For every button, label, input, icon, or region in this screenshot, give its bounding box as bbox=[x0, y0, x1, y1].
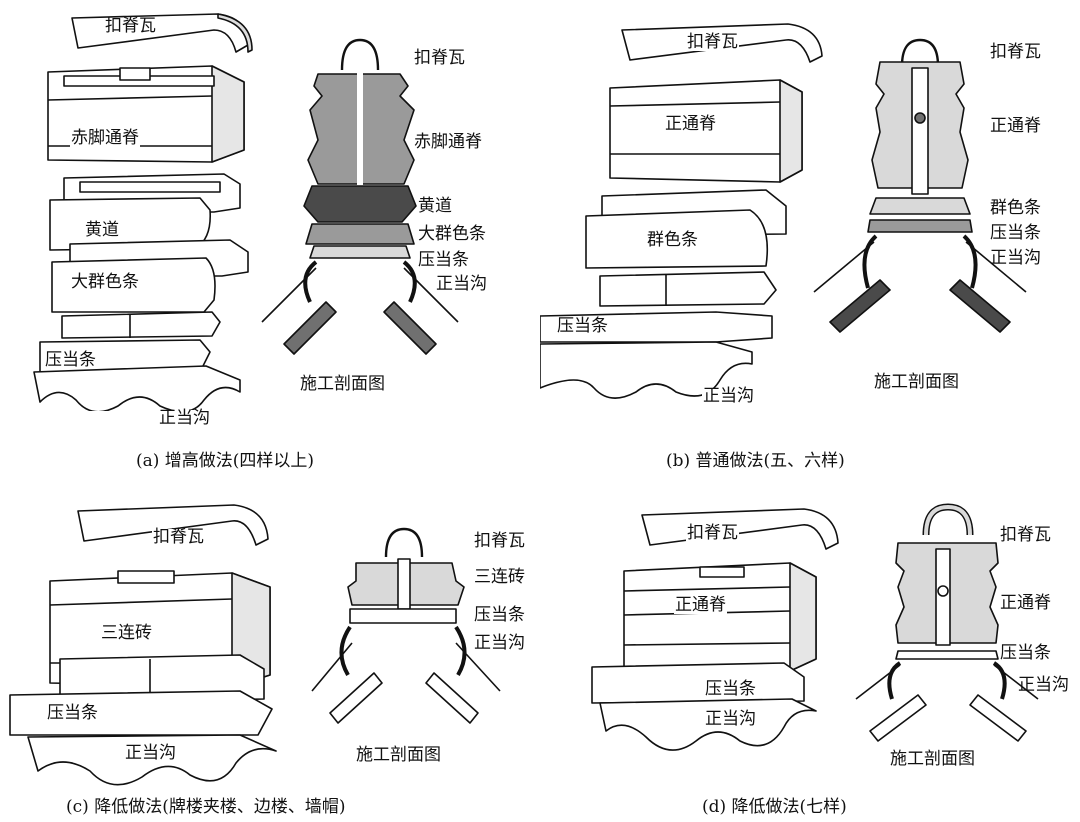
caption-c: (c) 降低做法(牌楼夹楼、边楼、墙帽) bbox=[66, 797, 346, 817]
exploded-label-b-1: 正通脊 bbox=[664, 114, 717, 134]
panel-a: 扣脊瓦 赤脚通脊 黄道 大群色条 压当条 正当沟 扣脊瓦 赤脚通脊 黄道 大群色… bbox=[0, 0, 540, 427]
exploded-label-b-3: 压当条 bbox=[556, 316, 609, 336]
section-title-d: 施工剖面图 bbox=[890, 749, 975, 769]
exploded-label-a-0: 扣脊瓦 bbox=[104, 16, 157, 36]
section-label-c-0: 扣脊瓦 bbox=[474, 531, 525, 551]
section-label-c-3: 正当沟 bbox=[474, 633, 525, 653]
section-label-b-1: 正通脊 bbox=[990, 116, 1041, 136]
section-label-a-5: 正当沟 bbox=[436, 274, 487, 294]
panel-a-drawing bbox=[33, 13, 459, 411]
section-label-a-1: 赤脚通脊 bbox=[414, 132, 482, 152]
exploded-label-c-3: 正当沟 bbox=[124, 743, 177, 763]
exploded-label-b-0: 扣脊瓦 bbox=[686, 32, 739, 52]
caption-a: (a) 增高做法(四样以上) bbox=[136, 451, 315, 471]
exploded-label-b-4: 正当沟 bbox=[702, 386, 755, 406]
exploded-label-a-1: 赤脚通脊 bbox=[70, 128, 140, 148]
panel-d: 扣脊瓦 正通脊 压当条 正当沟 扣脊瓦 正通脊 压当条 正当沟 施工剖面图 bbox=[540, 411, 1080, 822]
exploded-label-a-5: 正当沟 bbox=[158, 408, 211, 428]
section-label-a-3: 大群色条 bbox=[418, 224, 486, 244]
section-label-a-2: 黄道 bbox=[418, 196, 452, 216]
section-title-c: 施工剖面图 bbox=[356, 745, 441, 765]
exploded-label-c-2: 压当条 bbox=[46, 703, 99, 723]
exploded-label-b-2: 群色条 bbox=[646, 230, 699, 250]
section-label-a-4: 压当条 bbox=[418, 250, 469, 270]
exploded-label-c-1: 三连砖 bbox=[100, 623, 153, 643]
section-label-d-0: 扣脊瓦 bbox=[1000, 525, 1051, 545]
section-title-a: 施工剖面图 bbox=[300, 374, 385, 394]
section-label-c-1: 三连砖 bbox=[474, 567, 525, 587]
section-label-c-2: 压当条 bbox=[474, 605, 525, 625]
section-label-a-0: 扣脊瓦 bbox=[414, 48, 465, 68]
section-label-d-1: 正通脊 bbox=[1000, 593, 1051, 613]
caption-b: (b) 普通做法(五、六样) bbox=[666, 451, 845, 471]
exploded-label-d-1: 正通脊 bbox=[674, 595, 727, 615]
exploded-label-c-0: 扣脊瓦 bbox=[152, 527, 205, 547]
exploded-label-a-3: 大群色条 bbox=[70, 272, 140, 292]
section-label-d-2: 压当条 bbox=[1000, 643, 1051, 663]
panel-b-drawing bbox=[540, 23, 1027, 399]
section-label-b-3: 压当条 bbox=[990, 223, 1041, 243]
exploded-label-a-4: 压当条 bbox=[44, 350, 97, 370]
exploded-label-d-3: 正当沟 bbox=[704, 709, 757, 729]
panel-b: 扣脊瓦 正通脊 群色条 压当条 正当沟 扣脊瓦 正通脊 群色条 压当条 正当沟 … bbox=[540, 0, 1080, 411]
section-label-d-3: 正当沟 bbox=[1018, 675, 1069, 695]
section-title-b: 施工剖面图 bbox=[874, 372, 959, 392]
exploded-label-d-0: 扣脊瓦 bbox=[686, 523, 739, 543]
section-label-b-0: 扣脊瓦 bbox=[990, 42, 1041, 62]
panel-c: 扣脊瓦 三连砖 压当条 正当沟 扣脊瓦 三连砖 压当条 正当沟 施工剖面图 bbox=[0, 411, 540, 822]
section-label-b-2: 群色条 bbox=[990, 198, 1041, 218]
caption-d: (d) 降低做法(七样) bbox=[702, 797, 847, 817]
exploded-label-a-2: 黄道 bbox=[84, 220, 120, 240]
panel-d-drawing bbox=[591, 503, 1039, 751]
section-label-b-4: 正当沟 bbox=[990, 248, 1041, 268]
exploded-label-d-2: 压当条 bbox=[704, 679, 757, 699]
panel-c-drawing bbox=[9, 504, 501, 786]
